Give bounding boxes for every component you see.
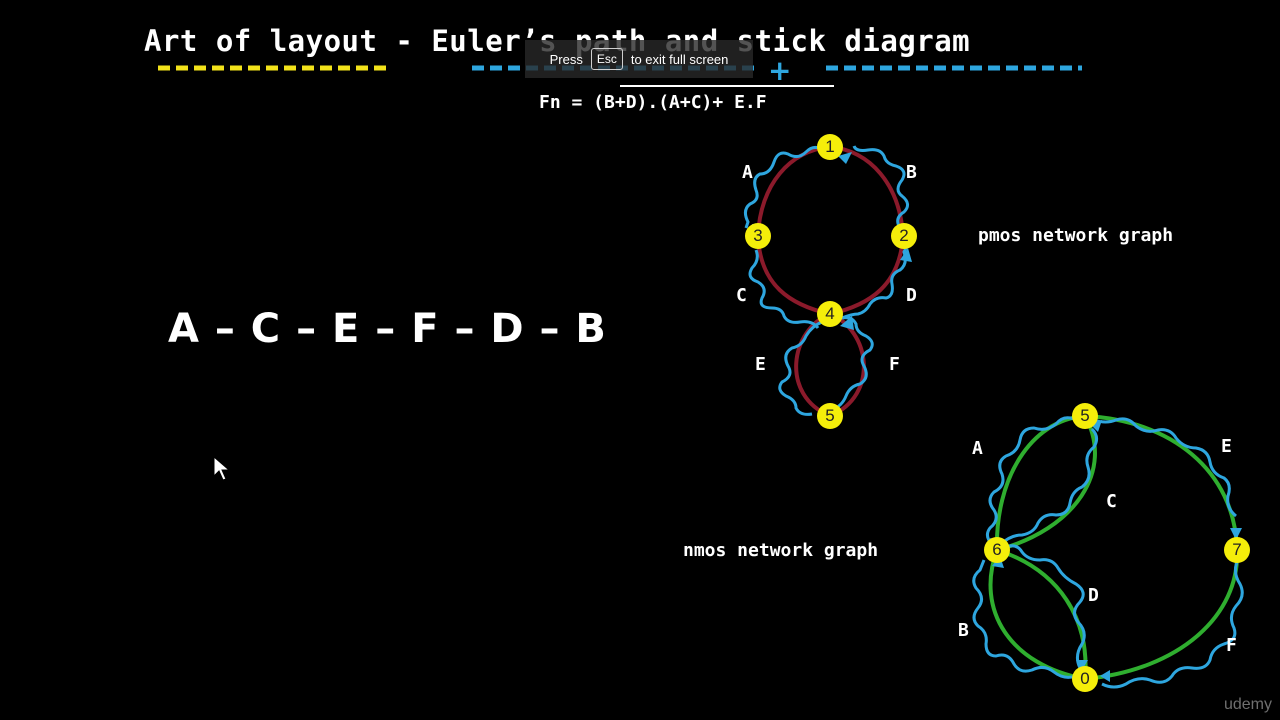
pmos-edge-label-f: F xyxy=(889,354,900,375)
nmos-node-6: 6 xyxy=(984,537,1010,563)
pmos-graph-label: pmos network graph xyxy=(978,225,1174,246)
nmos-edge-b xyxy=(988,549,1086,681)
pmos-euler-trace xyxy=(743,145,910,416)
pmos-edge-label-e: E xyxy=(755,354,766,375)
esc-key: Esc xyxy=(590,48,623,70)
pmos-node-1: 1 xyxy=(817,134,843,160)
nmos-trace-a xyxy=(985,416,1077,550)
nmos-edge-label-a: A xyxy=(972,438,983,459)
pmos-edge-c xyxy=(756,235,831,316)
nmos-edge-f xyxy=(1084,549,1240,681)
nmos-edge-label-b: B xyxy=(958,620,969,641)
pmos-edge-a xyxy=(756,145,831,237)
pmos-trace-e xyxy=(778,320,823,416)
nmos-trace-c xyxy=(998,427,1099,547)
nmos-node-5: 5 xyxy=(1072,403,1098,429)
pmos-node-5: 5 xyxy=(817,403,843,429)
nmos-edge-e xyxy=(1084,414,1239,551)
pmos-edge-b xyxy=(829,145,905,237)
pmos-trace-a xyxy=(743,145,823,229)
nmos-trace-b xyxy=(972,559,1077,679)
boolean-formula: Fn = (B+D).(A+C)+ E.F xyxy=(539,92,767,113)
nmos-trace-d xyxy=(1003,544,1086,669)
nmos-arrowheads xyxy=(990,420,1242,682)
fullscreen-exit-banner[interactable]: Press Esc to exit full screen xyxy=(525,40,753,78)
nmos-edge-a xyxy=(994,414,1086,551)
nmos-arrow-0a xyxy=(1076,660,1088,670)
pmos-node-2: 2 xyxy=(891,223,917,249)
nmos-edge-label-f: F xyxy=(1226,635,1237,656)
nmos-node-7: 7 xyxy=(1224,537,1250,563)
pmos-node-3: 3 xyxy=(745,223,771,249)
pmos-trace-f xyxy=(831,316,874,412)
mouse-cursor-icon xyxy=(213,456,230,481)
nmos-edge-label-c: C xyxy=(1106,491,1117,512)
pmos-trace-c xyxy=(748,249,820,329)
fullscreen-press-text: Press xyxy=(549,51,583,67)
pmos-edge-label-c: C xyxy=(736,285,747,306)
udemy-watermark: udemy xyxy=(1223,696,1272,713)
nmos-arrow-7 xyxy=(1230,528,1242,540)
pmos-trace-d xyxy=(841,243,910,320)
nmos-edges xyxy=(988,414,1240,681)
pmos-edge-label-d: D xyxy=(906,285,917,306)
nmos-node-0: 0 xyxy=(1072,666,1098,692)
nmos-graph-label: nmos network graph xyxy=(683,540,879,561)
pmos-edge-label-b: B xyxy=(906,162,917,183)
nmos-arrow-0b xyxy=(1100,670,1110,682)
pmos-edges xyxy=(756,145,905,418)
pmos-arrow-1 xyxy=(838,152,852,164)
euler-path-sequence: A – C – E – F – D – B xyxy=(168,306,607,352)
pmos-arrow-4b xyxy=(840,316,854,330)
pmos-trace-b xyxy=(852,145,909,247)
plus-sign: + xyxy=(768,54,791,87)
nmos-trace-e xyxy=(1093,417,1237,518)
nmos-edge-c xyxy=(996,415,1097,552)
pmos-edge-e xyxy=(794,312,831,418)
nmos-edge-label-d: D xyxy=(1088,585,1099,606)
fullscreen-message: to exit full screen xyxy=(630,51,729,67)
nmos-edge-label-e: E xyxy=(1221,436,1232,457)
nmos-edge-d xyxy=(996,548,1088,680)
nmos-trace-f xyxy=(1101,559,1244,689)
pmos-arrow-2 xyxy=(900,248,912,262)
nmos-euler-trace xyxy=(972,416,1244,689)
pmos-edge-label-a: A xyxy=(742,162,753,183)
pmos-node-4: 4 xyxy=(817,301,843,327)
pmos-edge-d xyxy=(829,235,905,316)
